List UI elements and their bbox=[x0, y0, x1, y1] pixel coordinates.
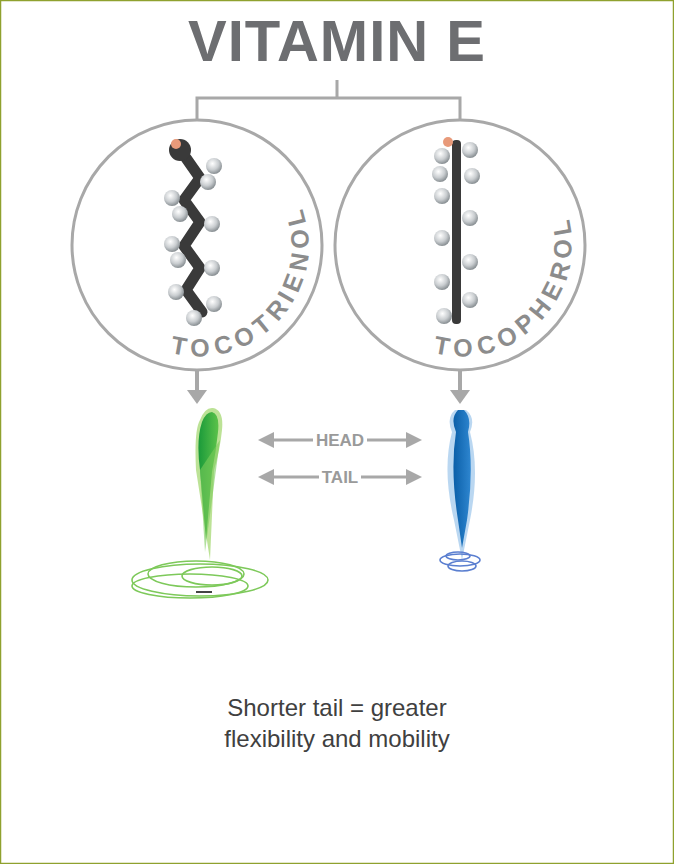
caption: Shorter tail = greater flexibility and m… bbox=[210, 692, 464, 754]
molecule-circle: TOCOPHEROL bbox=[333, 118, 587, 372]
letter: L bbox=[282, 208, 310, 229]
arrow-label: HEAD bbox=[313, 432, 367, 449]
tocotrienol-shape bbox=[132, 408, 268, 598]
letter: T bbox=[169, 333, 188, 360]
circle-label: TOCOTRIENOL bbox=[70, 118, 324, 372]
title: VITAMIN E bbox=[0, 12, 674, 70]
letter: O bbox=[550, 239, 576, 259]
arrowhead bbox=[258, 432, 422, 485]
circle-label: TOCOPHEROL bbox=[333, 118, 587, 372]
circle-outline bbox=[70, 118, 324, 372]
molecule-circle: TOCOTRIENOL bbox=[70, 118, 324, 372]
letter: T bbox=[432, 333, 451, 360]
letter: L bbox=[548, 218, 575, 237]
tocotrienol-molecule bbox=[164, 139, 222, 326]
bracket bbox=[197, 80, 460, 120]
arrow-label: TAIL bbox=[319, 469, 362, 486]
tocopherol-molecule bbox=[432, 137, 480, 324]
letter: N bbox=[285, 251, 313, 273]
down-arrow bbox=[187, 370, 470, 404]
letter: O bbox=[453, 335, 473, 361]
letter: O bbox=[287, 229, 313, 250]
circle-outline bbox=[333, 118, 587, 372]
tocopherol-shape bbox=[440, 410, 480, 571]
letter: O bbox=[190, 335, 210, 361]
